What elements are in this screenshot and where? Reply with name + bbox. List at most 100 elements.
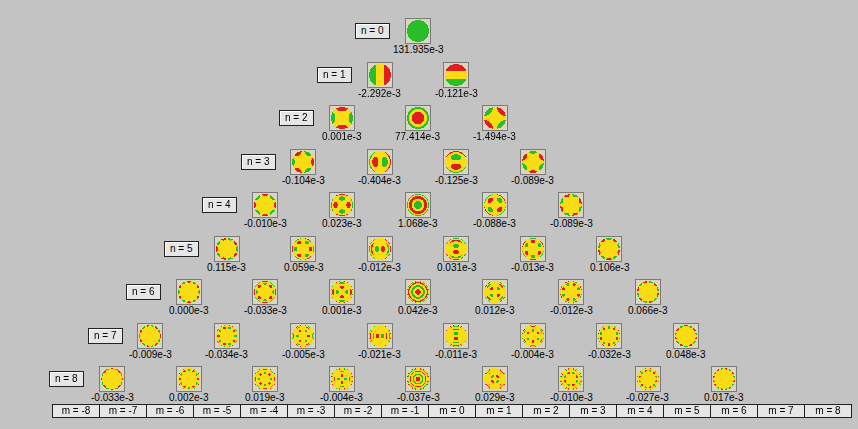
frequency-label: m = -4 <box>250 405 279 416</box>
coefficient-value: -0.104e-3 <box>282 175 325 186</box>
order-label: n = 0 <box>361 25 384 36</box>
coefficient-value: 0.048e-3 <box>666 349 705 360</box>
zernike-icon <box>214 323 240 349</box>
zernike-icon <box>558 279 584 305</box>
zernike-icon <box>252 366 278 392</box>
zernike-icon <box>711 366 737 392</box>
frequency-box: m = -3 <box>287 404 335 418</box>
coefficient-value: -0.011e-3 <box>435 349 477 360</box>
frequency-box: m = 3 <box>569 404 617 418</box>
frequency-label: m = 1 <box>486 405 511 416</box>
zernike-icon <box>482 105 508 131</box>
zernike-icon <box>635 279 661 305</box>
coefficient-value: 0.000e-3 <box>169 305 208 316</box>
frequency-box: m = -7 <box>99 404 147 418</box>
zernike-icon <box>252 192 278 218</box>
coefficient-value: 0.002e-3 <box>169 392 208 403</box>
coefficient-value: 0.019e-3 <box>245 392 284 403</box>
zernike-icon <box>329 105 355 131</box>
frequency-box: m = 2 <box>522 404 570 418</box>
zernike-icon <box>137 323 163 349</box>
coefficient-value: 77.414e-3 <box>395 131 440 142</box>
coefficient-value: -0.089e-3 <box>550 218 593 229</box>
zernike-icon <box>176 366 202 392</box>
zernike-icon <box>443 149 469 175</box>
zernike-icon <box>482 279 508 305</box>
order-label: n = 8 <box>55 373 78 384</box>
zernike-icon <box>176 279 202 305</box>
frequency-label: m = 6 <box>721 405 746 416</box>
zernike-icon <box>252 279 278 305</box>
coefficient-value: -0.404e-3 <box>358 175 401 186</box>
zernike-icon <box>520 323 546 349</box>
coefficient-value: 1.068e-3 <box>398 218 437 229</box>
order-box: n = 7 <box>88 328 123 344</box>
frequency-box: m = 0 <box>428 404 476 418</box>
zernike-icon <box>329 366 355 392</box>
coefficient-value: -0.009e-3 <box>129 349 172 360</box>
zernike-icon <box>558 192 584 218</box>
coefficient-value: 0.066e-3 <box>628 305 667 316</box>
frequency-box: m = -8 <box>52 404 100 418</box>
frequency-label: m = -2 <box>344 405 373 416</box>
coefficient-value: -0.034e-3 <box>205 349 248 360</box>
coefficient-value: -0.033e-3 <box>244 305 287 316</box>
order-label: n = 5 <box>170 243 193 254</box>
frequency-label: m = 3 <box>580 405 605 416</box>
zernike-icon <box>290 236 316 262</box>
zernike-icon <box>290 323 316 349</box>
coefficient-value: -0.089e-3 <box>511 175 554 186</box>
coefficient-value: -2.292e-3 <box>358 88 401 99</box>
zernike-icon <box>405 192 431 218</box>
coefficient-value: -0.121e-3 <box>435 88 478 99</box>
coefficient-value: -0.037e-3 <box>397 392 440 403</box>
coefficient-value: 131.935e-3 <box>393 44 444 55</box>
frequency-label: m = 8 <box>815 405 840 416</box>
zernike-icon <box>367 236 393 262</box>
coefficient-value: -0.004e-3 <box>511 349 554 360</box>
frequency-label: m = -3 <box>297 405 326 416</box>
frequency-box: m = 4 <box>616 404 664 418</box>
zernike-icon <box>329 192 355 218</box>
frequency-box: m = -4 <box>240 404 288 418</box>
coefficient-value: -0.088e-3 <box>473 218 516 229</box>
coefficient-value: -0.010e-3 <box>244 218 287 229</box>
coefficient-value: -0.125e-3 <box>435 175 478 186</box>
frequency-label: m = -7 <box>109 405 138 416</box>
zernike-icon <box>214 236 240 262</box>
frequency-box: m = -2 <box>334 404 382 418</box>
order-label: n = 1 <box>323 69 346 80</box>
frequency-box: m = 1 <box>475 404 523 418</box>
coefficient-value: -1.494e-3 <box>473 131 516 142</box>
order-label: n = 6 <box>132 286 155 297</box>
frequency-label: m = -6 <box>156 405 185 416</box>
coefficient-value: -0.033e-3 <box>91 392 134 403</box>
zernike-icon <box>367 323 393 349</box>
coefficient-value: 0.059e-3 <box>284 262 323 273</box>
order-box: n = 6 <box>126 284 161 300</box>
order-label: n = 7 <box>94 330 117 341</box>
coefficient-value: -0.012e-3 <box>550 305 593 316</box>
frequency-box: m = 5 <box>663 404 711 418</box>
zernike-icon <box>99 366 125 392</box>
order-box: n = 5 <box>164 241 199 257</box>
coefficient-value: -0.013e-3 <box>511 262 554 273</box>
coefficient-value: -0.005e-3 <box>282 349 325 360</box>
zernike-icon <box>443 323 469 349</box>
coefficient-value: 0.023e-3 <box>322 218 361 229</box>
frequency-label: m = 2 <box>533 405 558 416</box>
coefficient-value: -0.021e-3 <box>358 349 401 360</box>
coefficient-value: -0.004e-3 <box>320 392 363 403</box>
zernike-icon <box>367 62 393 88</box>
frequency-label: m = 4 <box>627 405 652 416</box>
coefficient-value: 0.017e-3 <box>704 392 743 403</box>
zernike-icon <box>520 236 546 262</box>
zernike-icon <box>596 323 622 349</box>
zernike-icon <box>482 366 508 392</box>
frequency-label: m = 5 <box>674 405 699 416</box>
zernike-icon <box>405 18 431 44</box>
coefficient-value: -0.010e-3 <box>550 392 593 403</box>
frequency-label: m = 0 <box>439 405 464 416</box>
zernike-icon <box>329 279 355 305</box>
zernike-icon <box>443 236 469 262</box>
